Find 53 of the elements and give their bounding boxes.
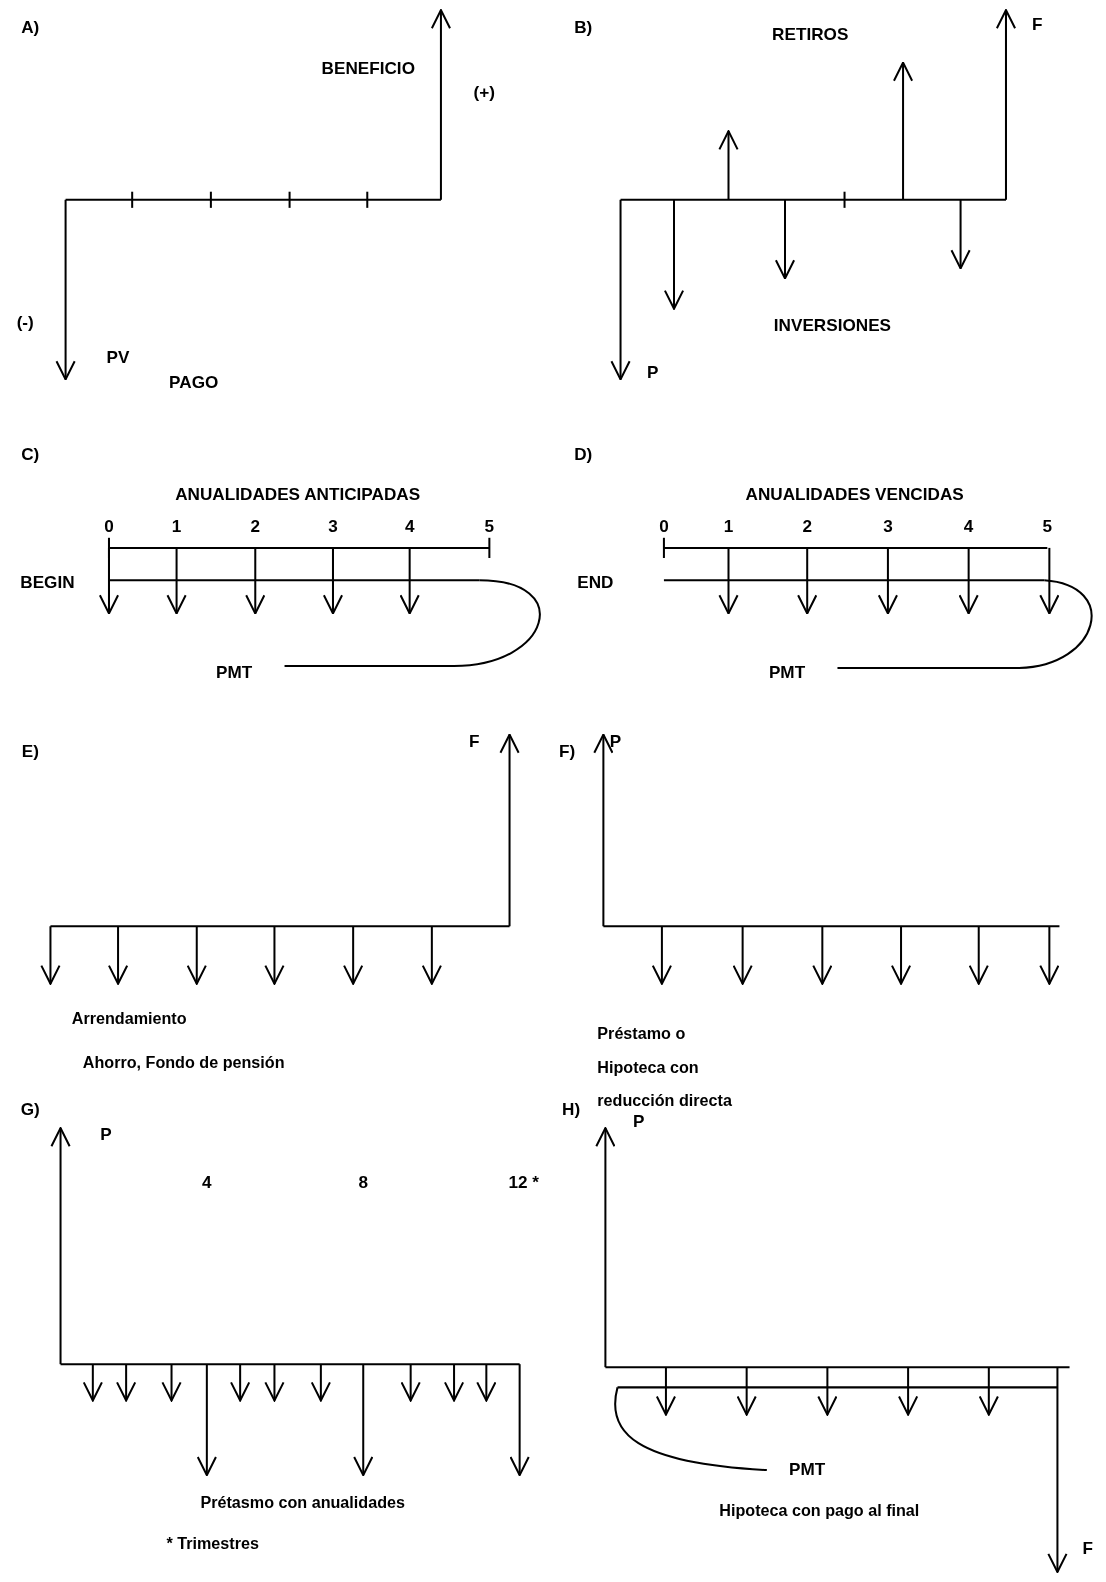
annotation-text: BEGIN (20, 573, 75, 594)
annotation-text: PV (106, 348, 130, 369)
payment-label: PMT (789, 1460, 826, 1481)
annotation-text: INVERSIONES (773, 315, 892, 336)
period-number: 5 (1042, 516, 1053, 537)
period-number: 2 (802, 516, 812, 537)
annotation-text: P (632, 1111, 645, 1133)
annotation-text: P (647, 363, 659, 384)
period-number: 0 (659, 516, 669, 537)
panel-letter: D) (574, 444, 593, 466)
period-number: 3 (883, 516, 893, 537)
period-number: 3 (328, 516, 338, 537)
annotation-text: ANUALIDADES VENCIDAS (745, 485, 964, 506)
leader-line (284, 579, 541, 667)
annotation-text: END (577, 573, 614, 594)
annotation-text: RETIROS (772, 25, 849, 46)
panel-letter: H) (562, 1099, 581, 1120)
period-number: 12 * (508, 1172, 539, 1193)
period-number: 2 (250, 516, 261, 537)
period-number: 4 (202, 1172, 212, 1193)
annotation-text: P (609, 731, 622, 752)
annotation-text: (+) (473, 82, 496, 103)
period-number: 4 (404, 516, 415, 537)
annotation-text: BENEFICIO (321, 58, 415, 79)
annotation-text: F (1082, 1538, 1093, 1559)
panel-letter: F) (558, 741, 576, 762)
annotation-text: Arrendamiento (71, 1010, 187, 1029)
panel-letter: B) (574, 18, 593, 39)
annotation-text: F (469, 731, 480, 752)
period-number: 5 (484, 516, 495, 537)
period-number: 0 (104, 516, 114, 537)
annotation-text: Prétasmo con anualidades (200, 1494, 405, 1513)
period-number: 8 (358, 1172, 368, 1193)
leader-line (614, 1387, 767, 1472)
panel-letter: C) (21, 444, 40, 466)
leader-line (837, 579, 1093, 669)
annotation-text: (-) (16, 312, 34, 333)
annotation-text: Hipoteca con pago al final (719, 1501, 920, 1520)
annotation-text: Ahorro, Fondo de pensión (82, 1053, 285, 1072)
payment-label: PMT (768, 662, 806, 684)
panel-letter: G) (20, 1099, 40, 1120)
caption-text: Préstamo o Hipoteca con reducción directa (597, 1024, 733, 1111)
period-number: 1 (723, 516, 734, 537)
panel-letter: E) (21, 741, 39, 762)
annotation-text: P (100, 1125, 112, 1146)
payment-label: PMT (216, 662, 253, 684)
annotation-text: F (1032, 15, 1043, 36)
panel-letter: A) (21, 18, 40, 39)
annotation-text: ANUALIDADES ANTICIPADAS (175, 485, 421, 506)
period-number: 1 (171, 516, 182, 537)
period-number: 4 (963, 516, 974, 537)
annotation-text: PAGO (169, 373, 219, 394)
annotation-text: * Trimestres (166, 1534, 259, 1553)
